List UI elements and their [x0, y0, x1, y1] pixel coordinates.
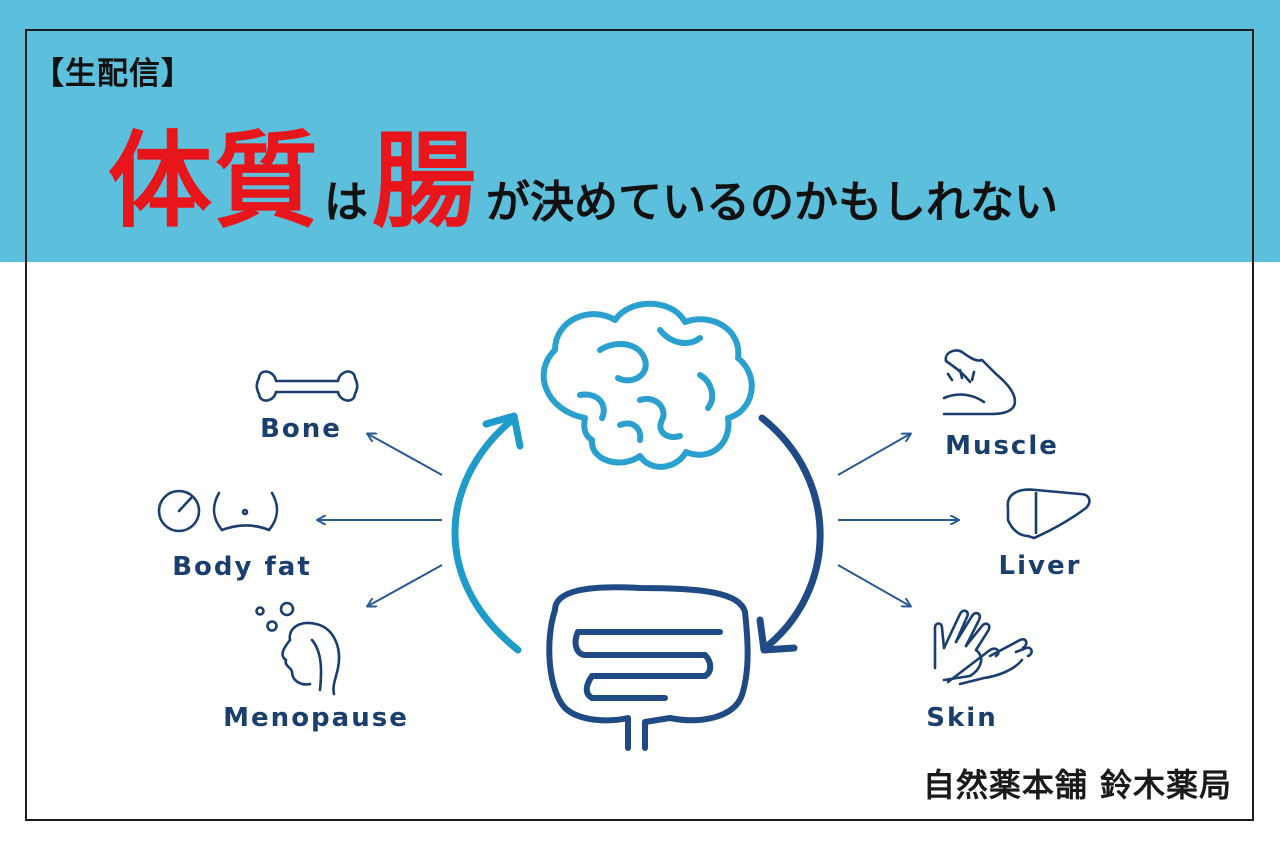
headline-particle: は: [324, 177, 369, 228]
intestine-icon: [546, 584, 751, 751]
liver-icon: [1006, 488, 1091, 540]
header-band: [0, 0, 1280, 262]
label-menopause: Menopause: [223, 703, 409, 733]
body-fat-icon: [157, 489, 279, 533]
bone-icon: [255, 370, 359, 402]
label-skin: Skin: [926, 703, 997, 733]
label-body-fat: Body fat: [172, 552, 312, 582]
label-bone: Bone: [260, 414, 342, 444]
muscle-icon: [942, 349, 1017, 416]
skin-icon: [933, 609, 1033, 686]
cycle-arrow-left: [451, 412, 524, 654]
arrow-to-bone: [368, 434, 443, 476]
content-area: [0, 262, 1280, 847]
headline-rest: が決めているのかもしれない: [486, 177, 1059, 228]
live-stream-tag: 【生配信】: [33, 56, 193, 92]
headline: 体質 は 腸 が決めているのかもしれない: [108, 96, 1059, 242]
outer-frame: [25, 29, 1254, 821]
menopause-icon: [255, 601, 341, 696]
brain-icon: [540, 300, 755, 470]
label-liver: Liver: [999, 551, 1082, 581]
headline-keyword-constitution: 体質: [108, 120, 321, 242]
shop-name: 自然薬本舗 鈴木薬局: [922, 766, 1232, 804]
arrow-to-muscle: [837, 434, 910, 476]
label-muscle: Muscle: [945, 431, 1059, 461]
arrow-to-menopause: [368, 564, 443, 606]
cycle-arrow-right: [756, 414, 824, 654]
headline-keyword-gut: 腸: [372, 120, 479, 242]
arrow-to-skin: [837, 564, 910, 606]
